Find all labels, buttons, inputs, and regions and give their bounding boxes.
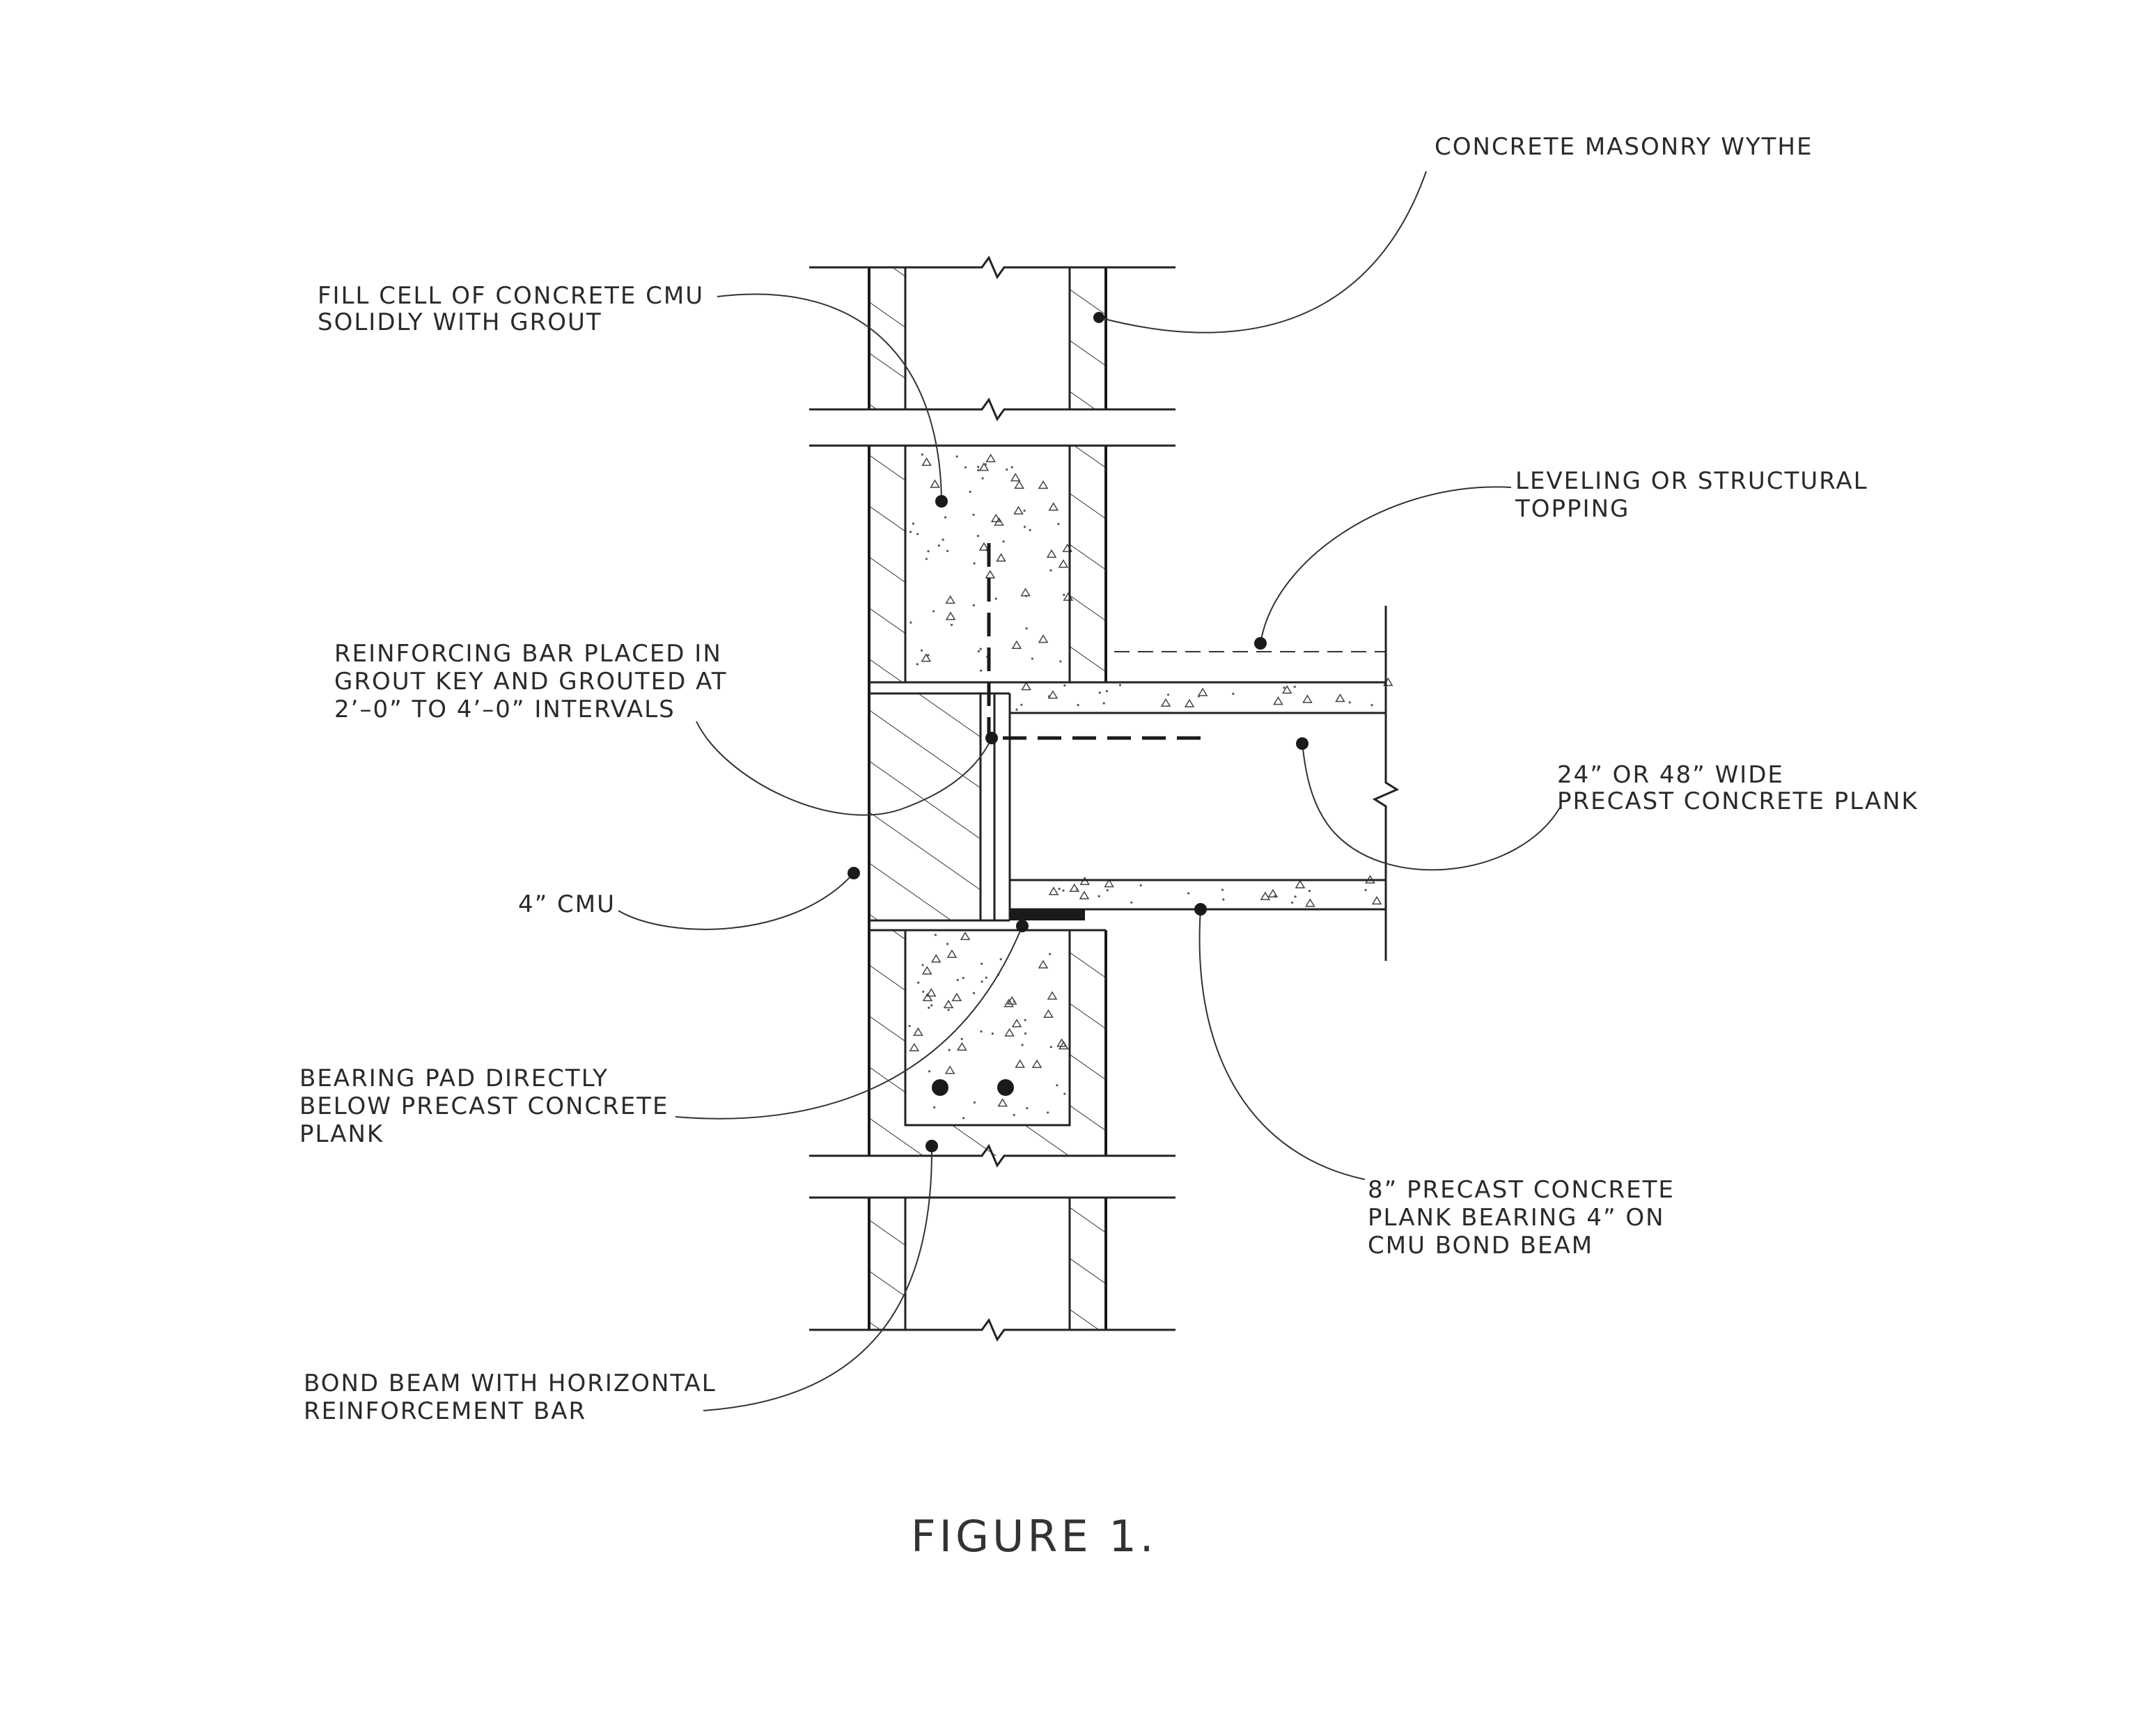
label-line: 2’–0” TO 4’–0” INTERVALS xyxy=(334,696,675,723)
label-line: BELOW PRECAST CONCRETE xyxy=(299,1092,669,1120)
figure-caption: FIGURE 1. xyxy=(911,1511,1157,1562)
label-line: SOLIDLY WITH GROUT xyxy=(318,308,602,336)
label-topping: LEVELING OR STRUCTURAL TOPPING xyxy=(1515,467,1868,523)
label-line: TOPPING xyxy=(1515,495,1630,523)
label-line: LEVELING OR STRUCTURAL xyxy=(1515,467,1868,495)
label-line: 4” CMU xyxy=(518,891,616,918)
cmu-face-shell-hatching xyxy=(869,267,1106,1330)
label-line: PLANK xyxy=(299,1120,384,1148)
label-4in-cmu: 4” CMU xyxy=(518,891,616,918)
cmu-wall-outline xyxy=(809,255,1175,1342)
label-line: REINFORCEMENT BAR xyxy=(304,1397,586,1425)
label-line: GROUT KEY AND GROUTED AT xyxy=(334,668,727,696)
leader-dots xyxy=(847,312,1309,1152)
label-line: FILL CELL OF CONCRETE CMU xyxy=(318,282,704,310)
label-line: BEARING PAD DIRECTLY xyxy=(299,1065,609,1092)
label-line: BOND BEAM WITH HORIZONTAL xyxy=(304,1370,717,1397)
label-line: CONCRETE MASONRY WYTHE xyxy=(1435,133,1813,161)
label-bearing-pad: BEARING PAD DIRECTLY BELOW PRECAST CONCR… xyxy=(299,1065,669,1148)
rebar-dot xyxy=(932,1079,948,1096)
label-reinforcing-bar: REINFORCING BAR PLACED IN GROUT KEY AND … xyxy=(334,640,727,723)
grout-fill-stipple xyxy=(908,453,1393,1120)
label-bond-beam: BOND BEAM WITH HORIZONTAL REINFORCEMENT … xyxy=(304,1370,717,1425)
rebar-dot xyxy=(997,1079,1014,1096)
label-line: 8” PRECAST CONCRETE xyxy=(1368,1176,1675,1204)
leader-lines xyxy=(618,171,1561,1411)
label-fill-cell: FILL CELL OF CONCRETE CMU SOLIDLY WITH G… xyxy=(318,282,704,336)
label-plank-bearing: 8” PRECAST CONCRETE PLANK BEARING 4” ON … xyxy=(1368,1176,1675,1260)
precast-plank xyxy=(987,543,1400,961)
label-plank-width: 24” OR 48” WIDE PRECAST CONCRETE PLANK xyxy=(1557,761,1919,815)
label-line: REINFORCING BAR PLACED IN xyxy=(334,640,722,668)
label-line: PRECAST CONCRETE PLANK xyxy=(1557,787,1919,815)
label-line: CMU BOND BEAM xyxy=(1368,1232,1593,1260)
label-line: 24” OR 48” WIDE xyxy=(1557,761,1784,789)
label-masonry-wythe: CONCRETE MASONRY WYTHE xyxy=(1435,133,1813,161)
label-line: PLANK BEARING 4” ON xyxy=(1368,1204,1665,1232)
